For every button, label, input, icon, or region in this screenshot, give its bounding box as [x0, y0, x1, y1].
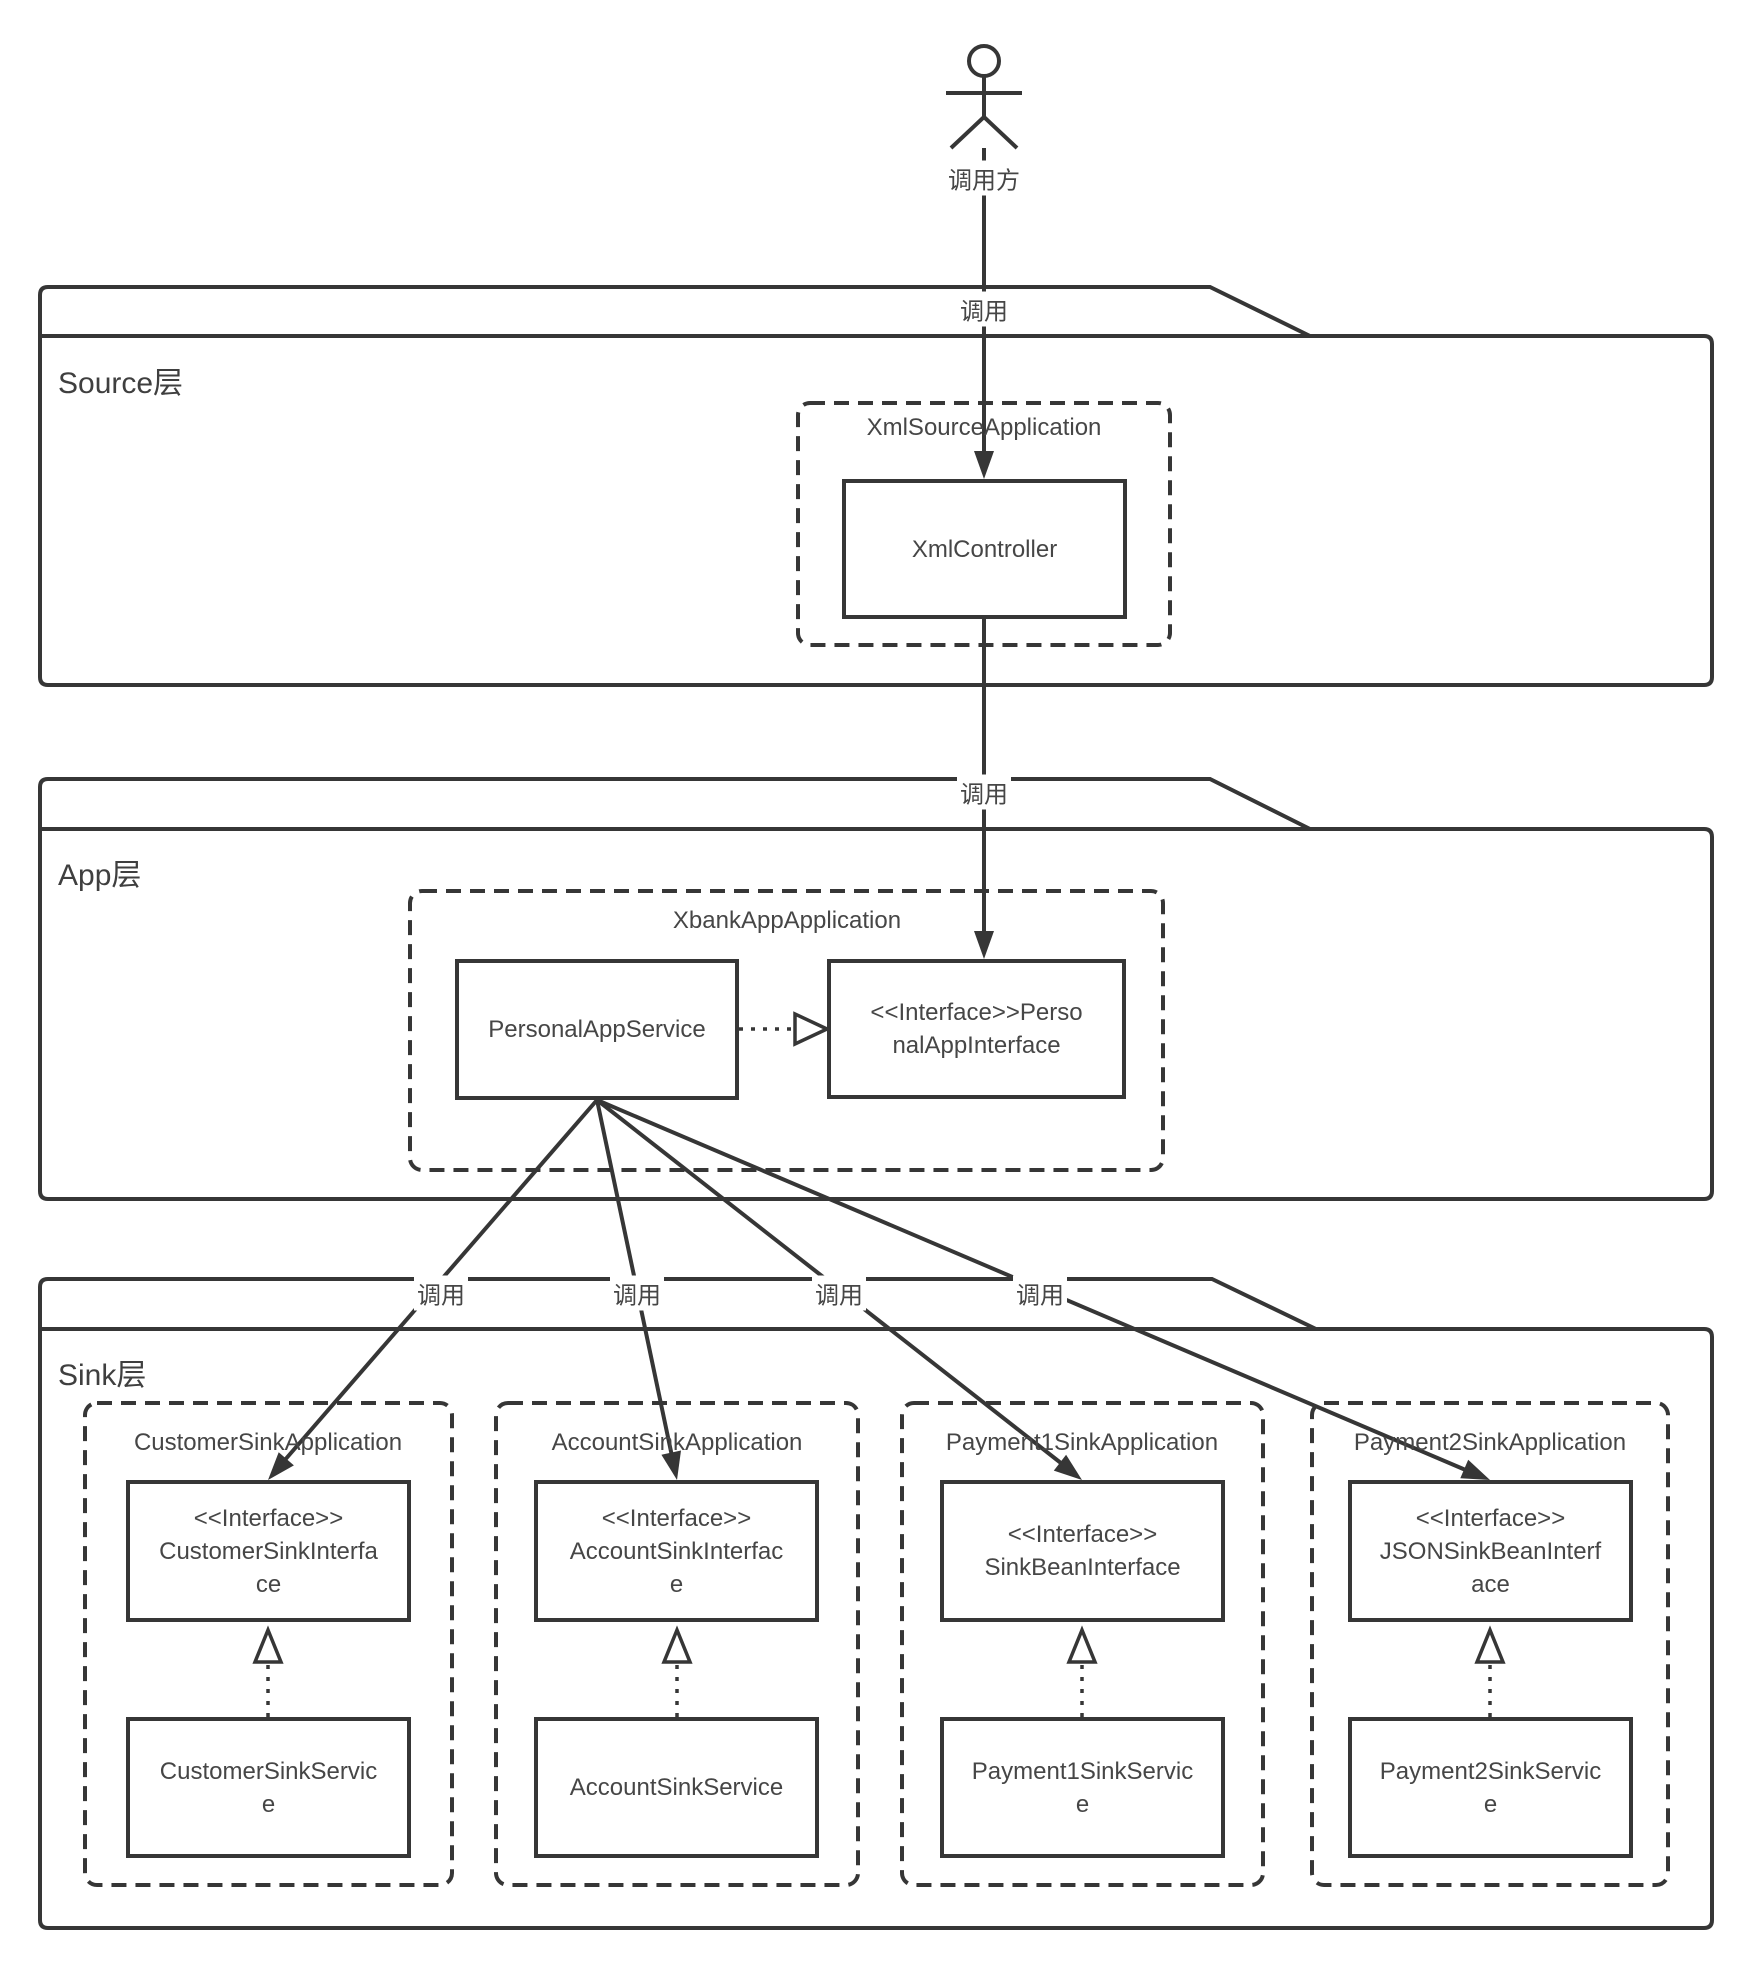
caller-actor-label: 调用方 — [946, 160, 1022, 196]
customer-sink-service-box: CustomerSinkServic e — [126, 1717, 411, 1858]
personal-app-interface-box: <<Interface>>Perso nalAppInterface — [827, 959, 1126, 1099]
realization-payment1sinkservice — [1066, 1625, 1098, 1717]
xml-source-application-label: XmlSourceApplication — [866, 414, 1102, 441]
realization-payment2sinkservice — [1474, 1625, 1506, 1717]
realization-customersinkservice — [252, 1625, 284, 1717]
xbank-app-application-label: XbankAppApplication — [672, 907, 902, 934]
realization-accountsinkservice — [661, 1625, 693, 1717]
account-sink-application-container — [494, 1401, 860, 1887]
personal-app-service-box: PersonalAppService — [455, 959, 739, 1100]
realization-personalappservice-to-interface — [739, 1011, 832, 1047]
payment2-sink-application-label: Payment2SinkApplication — [1353, 1429, 1627, 1456]
account-sink-interface-box: <<Interface>> AccountSinkInterfac e — [534, 1480, 819, 1622]
payment1-sink-service-box: Payment1SinkServic e — [940, 1717, 1225, 1858]
call-label-sink-2: 调用 — [610, 1275, 664, 1311]
payment1-sink-application-label: Payment1SinkApplication — [945, 1429, 1219, 1456]
call-label-source: 调用 — [957, 291, 1011, 327]
json-sink-bean-interface-box: <<Interface>> JSONSinkBeanInterf ace — [1348, 1480, 1633, 1622]
call-label-sink-3: 调用 — [812, 1275, 866, 1311]
customer-sink-application-container — [83, 1401, 454, 1887]
call-label-app: 调用 — [957, 774, 1011, 810]
sink-layer-title: Sink层 — [58, 1359, 147, 1392]
caller-actor-icon — [946, 44, 1022, 150]
xbank-app-application-container — [408, 889, 1165, 1172]
call-label-sink-4: 调用 — [1013, 1275, 1067, 1311]
payment2-sink-application-container — [1310, 1401, 1670, 1887]
sink-layer-package — [38, 1277, 1714, 1930]
payment2-sink-service-box: Payment2SinkServic e — [1348, 1717, 1633, 1858]
call-label-sink-1: 调用 — [414, 1275, 468, 1311]
customer-sink-application-label: CustomerSinkApplication — [133, 1429, 403, 1456]
xml-controller-box: XmlController — [842, 479, 1127, 619]
account-sink-service-box: AccountSinkService — [534, 1717, 819, 1858]
app-layer-title: App层 — [58, 859, 142, 892]
customer-sink-interface-box: <<Interface>> CustomerSinkInterfa ce — [126, 1480, 411, 1622]
payment1-sink-application-container — [900, 1401, 1265, 1887]
account-sink-application-label: AccountSinkApplication — [551, 1429, 803, 1456]
sink-bean-interface-box: <<Interface>> SinkBeanInterface — [940, 1480, 1225, 1622]
source-layer-title: Source层 — [58, 367, 184, 400]
